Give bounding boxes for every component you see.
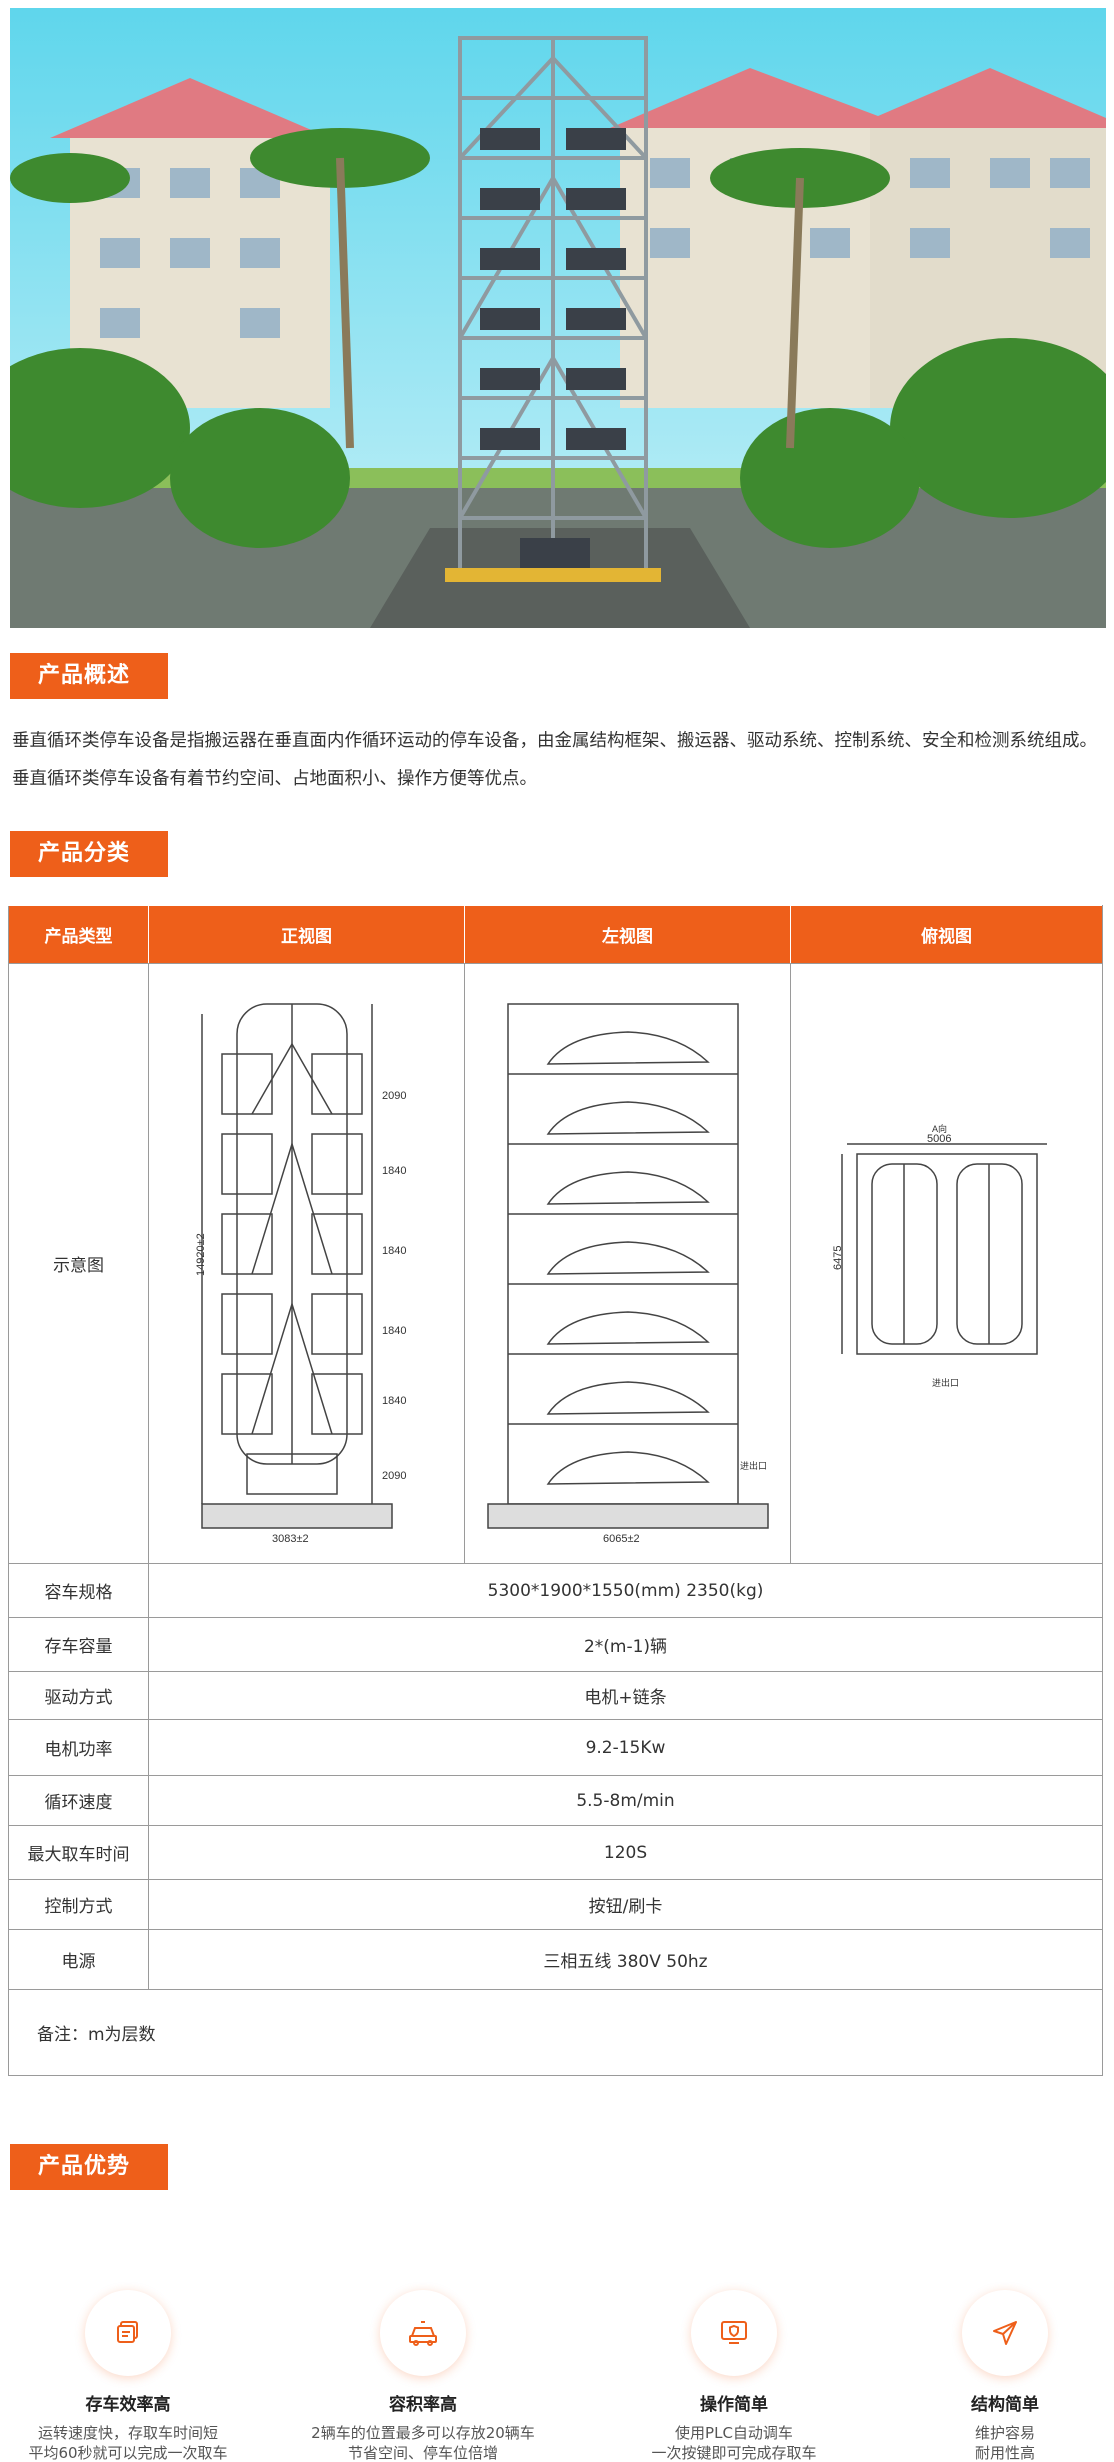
row-label: 容车规格 (8, 1563, 149, 1618)
top-view-drawing: A向 5006 6475 进出口 (832, 1123, 1047, 1388)
advantage-desc-line: 使用PLC自动调车 (675, 2424, 793, 2442)
overview-line-2: 垂直循环类停车设备有着节约空间、占地面积小、操作方便等优点。 (12, 769, 537, 789)
row-value: 5.5-8m/min (148, 1775, 1103, 1826)
front-dim-height: 14920±2 (195, 1233, 207, 1276)
advantage-title: 结构简单 (971, 2395, 1039, 2415)
section-title-classification: 产品分类 (10, 831, 168, 877)
diagram-row: 示意图 (8, 963, 1103, 1564)
header-front-view: 正视图 (148, 905, 465, 964)
advantage-desc-line: 耐用性高 (974, 2444, 1035, 2462)
advantage-desc: 2辆车的位置最多可以存放20辆车 节省空间、停车位倍增 (298, 2423, 548, 2462)
table-note: 备注：m为层数 (8, 1989, 1103, 2076)
row-value: 三相五线 380V 50hz (148, 1929, 1103, 1990)
header-left-view: 左视图 (464, 905, 791, 964)
advantage-desc: 运转速度快，存取车时间短 平均60秒就可以完成一次取车 (3, 2423, 253, 2462)
row-label: 循环速度 (8, 1775, 149, 1826)
left-exit-label: 进出口 (740, 1460, 767, 1471)
advantage-desc: 维护容易 耐用性高 (880, 2423, 1114, 2462)
front-dim-2: 1840 (382, 1165, 406, 1177)
row-value: 5300*1900*1550(mm) 2350(kg) (148, 1563, 1103, 1618)
top-exit-label: 进出口 (932, 1377, 959, 1388)
table-row: 电机功率 9.2-15Kw (8, 1719, 1103, 1776)
hero-image (10, 8, 1106, 628)
row-value: 120S (148, 1825, 1103, 1880)
table-row: 容车规格 5300*1900*1550(mm) 2350(kg) (8, 1563, 1103, 1618)
table-row: 存车容量 2*(m-1)辆 (8, 1617, 1103, 1672)
shield-screen-icon (691, 2290, 777, 2376)
row-value: 按钮/刷卡 (148, 1879, 1103, 1930)
front-dim-4: 1840 (382, 1325, 406, 1337)
row-label: 最大取车时间 (8, 1825, 149, 1880)
top-view-diagram: A向 5006 6475 进出口 (790, 963, 1103, 1564)
row-label: 控制方式 (8, 1879, 149, 1930)
overview-line-1: 垂直循环类停车设备是指搬运器在垂直面内作循环运动的停车设备，由金属结构框架、搬运… (12, 731, 1097, 751)
advantage-desc-line: 一次按键即可完成存取车 (651, 2444, 817, 2462)
advantage-title: 存车效率高 (85, 2395, 171, 2415)
row-value: 2*(m-1)辆 (148, 1617, 1103, 1672)
advantage-desc-line: 运转速度快，存取车时间短 (37, 2424, 218, 2442)
advantage-desc: 使用PLC自动调车 一次按键即可完成存取车 (609, 2423, 859, 2462)
advantage-desc-line: 节省空间、停车位倍增 (347, 2444, 498, 2462)
front-dim-5: 1840 (382, 1395, 406, 1407)
section-title-advantages: 产品优势 (10, 2144, 168, 2190)
front-dim-3: 1840 (382, 1245, 406, 1257)
header-top-view: 俯视图 (790, 905, 1103, 964)
row-value: 电机+链条 (148, 1671, 1103, 1720)
table-row: 驱动方式 电机+链条 (8, 1671, 1103, 1720)
left-dim-width: 6065±2 (603, 1533, 640, 1544)
table-row: 控制方式 按钮/刷卡 (8, 1879, 1103, 1930)
row-label: 驱动方式 (8, 1671, 149, 1720)
top-dim-mark: A向 (932, 1123, 947, 1134)
advantage-title: 容积率高 (389, 2395, 457, 2415)
front-view-drawing: 2090 1840 1840 1840 1840 2090 14920±2 30… (195, 1002, 406, 1544)
spec-table: 产品类型 正视图 左视图 俯视图 示意图 (8, 905, 1103, 2076)
row-label: 电源 (8, 1929, 149, 1990)
advantage-desc-line: 维护容易 (974, 2424, 1035, 2442)
diagram-label: 示意图 (8, 963, 149, 1564)
left-view-drawing: 6065±2 进出口 (486, 1002, 769, 1544)
stack-icon (85, 2290, 171, 2376)
advantage-item: 结构简单 维护容易 耐用性高 (880, 2290, 1114, 2462)
left-view-diagram: 6065±2 进出口 (464, 963, 791, 1564)
front-dim-6: 2090 (382, 1470, 406, 1482)
front-dim-width: 3083±2 (272, 1533, 309, 1544)
table-row: 最大取车时间 120S (8, 1825, 1103, 1880)
advantage-item: 容积率高 2辆车的位置最多可以存放20辆车 节省空间、停车位倍增 (298, 2290, 548, 2462)
header-product-type: 产品类型 (8, 905, 149, 964)
section-title-overview: 产品概述 (10, 653, 168, 699)
top-dim-width: 5006 (927, 1133, 951, 1145)
row-value: 9.2-15Kw (148, 1719, 1103, 1776)
note-row: 备注：m为层数 (8, 1989, 1103, 2076)
overview-description: 垂直循环类停车设备是指搬运器在垂直面内作循环运动的停车设备，由金属结构框架、搬运… (12, 722, 1112, 798)
table-row: 电源 三相五线 380V 50hz (8, 1929, 1103, 1990)
row-label: 电机功率 (8, 1719, 149, 1776)
advantage-title: 操作简单 (700, 2395, 768, 2415)
row-label: 存车容量 (8, 1617, 149, 1672)
advantage-item: 操作简单 使用PLC自动调车 一次按键即可完成存取车 (609, 2290, 859, 2462)
advantage-item: 存车效率高 运转速度快，存取车时间短 平均60秒就可以完成一次取车 (3, 2290, 253, 2462)
table-header-row: 产品类型 正视图 左视图 俯视图 (8, 905, 1103, 964)
advantage-desc-line: 2辆车的位置最多可以存放20辆车 (311, 2424, 535, 2442)
paper-plane-icon (962, 2290, 1048, 2376)
front-dim-1: 2090 (382, 1090, 406, 1102)
top-dim-depth: 6475 (832, 1245, 844, 1269)
table-row: 循环速度 5.5-8m/min (8, 1775, 1103, 1826)
car-icon (380, 2290, 466, 2376)
advantage-desc-line: 平均60秒就可以完成一次取车 (28, 2444, 228, 2462)
front-view-diagram: 2090 1840 1840 1840 1840 2090 14920±2 30… (148, 963, 465, 1564)
